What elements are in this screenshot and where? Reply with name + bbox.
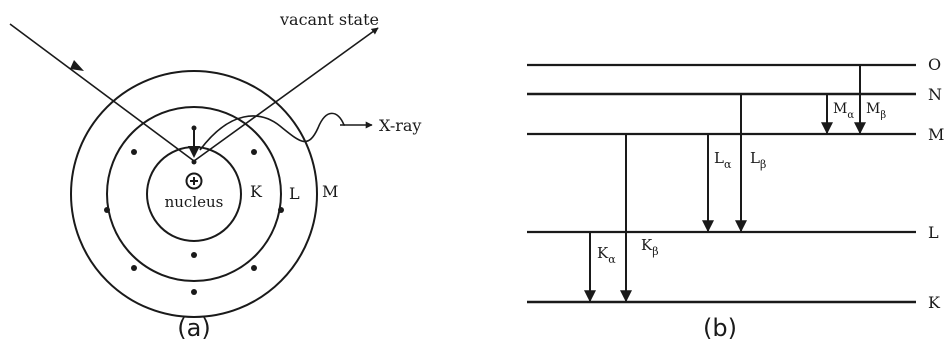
nucleus-label: nucleus: [165, 193, 224, 211]
electron-dot: [278, 207, 284, 213]
electron-dot: [251, 265, 257, 271]
l-shell-electrons: [104, 149, 284, 295]
electron-dot: [131, 149, 137, 155]
l-alpha-label: Lα: [714, 149, 732, 171]
xray-label: X-ray: [379, 116, 421, 135]
level-m-label: M: [928, 125, 944, 144]
l-beta-label: Lβ: [750, 149, 766, 171]
electron-dot: [191, 289, 197, 295]
shell-k-label: K: [250, 182, 263, 201]
level-k-label: K: [928, 293, 941, 312]
panel-a: nucleus vacant state X-ray K L M (a): [9, 10, 421, 342]
shell-m-circle: [70, 70, 318, 318]
vacant-state-label: vacant state: [279, 10, 379, 29]
incident-ray: [9, 23, 195, 162]
m-alpha-label: Mα: [833, 101, 854, 121]
k-shell-electron-dot: [191, 252, 197, 258]
shell-m-label: M: [322, 182, 338, 201]
xray-wave: [199, 112, 345, 151]
panel-a-caption: (a): [177, 314, 210, 342]
m-beta-label: Mβ: [866, 101, 886, 121]
panel-b: O N M L K Kα Kβ Lα Lβ Mα Mβ (b): [527, 55, 944, 342]
shell-l-label: L: [289, 184, 300, 203]
level-n-label: N: [928, 85, 942, 104]
shell-l-circle: [106, 106, 282, 282]
electron-dot: [251, 149, 257, 155]
panel-b-caption: (b): [703, 314, 737, 342]
l-shell-origin-dot: [191, 125, 197, 131]
outgoing-ray: [193, 27, 379, 162]
level-o-label: O: [928, 55, 941, 74]
electron-dot: [131, 265, 137, 271]
electron-dot: [104, 207, 110, 213]
level-l-label: L: [928, 223, 939, 242]
k-beta-label: Kβ: [641, 236, 659, 258]
k-alpha-label: Kα: [597, 244, 616, 266]
incident-ray-arrowhead: [70, 60, 84, 71]
nucleus-symbol: [185, 172, 203, 190]
l-to-k-arrowhead: [188, 146, 200, 158]
